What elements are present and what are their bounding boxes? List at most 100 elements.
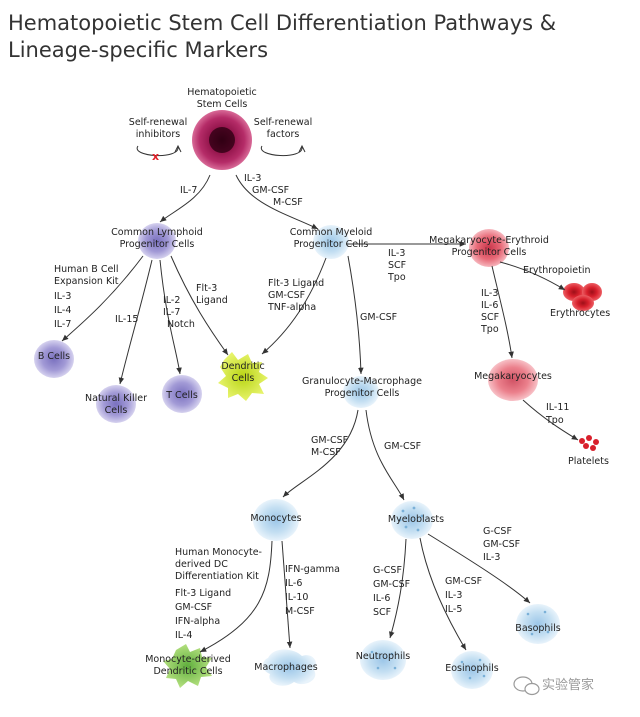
il15-label: IL-15 [115, 314, 138, 325]
dendritic-label-2: Cells [232, 373, 255, 384]
arrow-mk-platelet [522, 399, 579, 441]
mk-factor-1: IL-3 [481, 288, 498, 299]
macro-factor-2: IL-6 [285, 578, 302, 589]
baso-factor-1: G-CSF [483, 526, 512, 537]
title-line-1: Hematopoietic Stem Cell Differentiation … [8, 11, 557, 35]
eosino-factor-2: IL-3 [445, 590, 462, 601]
baso-factor-3: IL-3 [483, 552, 500, 563]
clp-label-2: Progenitor Cells [120, 239, 195, 250]
arrow-mb-neutro [389, 538, 407, 639]
eosino-factor-1: GM-CSF [445, 576, 482, 587]
platelets-cells [579, 435, 599, 451]
mdc-factor-7: IL-4 [175, 630, 192, 641]
eosinophils-label: Eosinophils [445, 663, 499, 674]
arrow-clp-t [159, 259, 182, 375]
gmp-label-1: Granulocyte-Macrophage [302, 376, 422, 387]
b-factor-2: Expansion Kit [54, 276, 119, 287]
factors-label-1: Self-renewal [254, 117, 312, 128]
macro-factor-4: M-CSF [285, 606, 315, 617]
neutro-factor-4: SCF [373, 607, 391, 618]
mdc-factor-2: derived DC [175, 559, 228, 570]
dc-lymphoid-factor-2: Ligand [196, 295, 228, 306]
neutro-factor-3: IL-6 [373, 593, 390, 604]
neutro-factor-1: G-CSF [373, 565, 402, 576]
arrow-gmp-myeloblast [365, 409, 405, 501]
cmp-label-1: Common Myeloid [290, 227, 373, 238]
il7-label: IL-7 [180, 185, 197, 196]
gmp-cell [343, 376, 379, 408]
arrow-hsc-clp [159, 174, 211, 223]
arrow-hsc-cmp [235, 174, 319, 230]
neutrophils-label: Neutrophils [356, 651, 411, 662]
inhibitors-label-1: Self-renewal [129, 117, 187, 128]
title-line-2: Lineage-specific Markers [8, 38, 269, 62]
mk-factor-2: IL-6 [481, 300, 498, 311]
dc-myeloid-factor-2: GM-CSF [268, 290, 305, 301]
hsc-label-2: Stem Cells [197, 99, 248, 110]
myeloblast-cell [391, 501, 433, 539]
neutro-factor-2: GM-CSF [373, 579, 410, 590]
mdc-factor-5: GM-CSF [175, 602, 212, 613]
t-cell [162, 375, 202, 413]
mdc-label-1: Monocyte-derived [145, 654, 231, 665]
mdc-factor-4: Flt-3 Ligand [175, 588, 231, 599]
arrow-mb-baso [427, 533, 531, 604]
t-factor-2: IL-7 [163, 307, 180, 318]
dc-lymphoid-factor-1: Flt-3 [196, 283, 217, 294]
mono-factor-2: M-CSF [311, 447, 341, 458]
arrow-cmp-dc [261, 257, 327, 355]
self-renewal-factors-loop [261, 144, 306, 157]
dc-myeloid-factor-3: TNF-alpha [267, 302, 316, 313]
myeloblasts-label: Myeloblasts [388, 514, 444, 525]
mdc-label-2: Dendritic Cells [153, 666, 222, 677]
arrow-clp-nk [118, 259, 153, 385]
mdc-factor-6: IFN-alpha [175, 616, 220, 627]
dendritic-label-1: Dendritic [221, 361, 264, 372]
gmp-factor-label: GM-CSF [360, 312, 397, 323]
platelets-label: Platelets [568, 456, 609, 467]
basophils-label: Basophils [515, 623, 560, 634]
arrow-mep-mk [491, 265, 514, 359]
mk-factor-3: SCF [481, 312, 499, 323]
macrophages-label: Macrophages [254, 662, 317, 673]
b-cell [34, 340, 74, 378]
myeloblast-factor-label: GM-CSF [384, 441, 421, 452]
nk-label-2: Cells [105, 405, 128, 416]
hsc-label-1: Hematopoietic [187, 87, 257, 98]
arrow-mono-mdc [199, 540, 273, 653]
mep-cell [469, 229, 509, 267]
erythropoietin-label: Erythropoietin [523, 265, 591, 276]
inhibit-cross-icon: x [152, 150, 159, 163]
mep-label-2: Progenitor Cells [452, 247, 527, 258]
mdc-factor-3: Differentiation Kit [175, 571, 259, 582]
macro-factor-1: IFN-gamma [285, 564, 340, 575]
t-factor-3: Notch [167, 319, 195, 330]
t-cells-label: T Cells [165, 390, 198, 401]
megakaryocytes-label: Megakaryocytes [474, 371, 552, 382]
wechat-logo-icon [513, 676, 540, 696]
mk-factor-4: Tpo [480, 324, 499, 335]
erythrocytes-label: Erythrocytes [550, 308, 610, 319]
gmp-label-2: Progenitor Cells [325, 388, 400, 399]
arrow-mono-macro [281, 540, 293, 649]
b-factor-3: IL-3 [54, 291, 71, 302]
self-renewal-inhibitors-loop: x [136, 144, 182, 163]
hsc-cell [192, 110, 252, 170]
monocytes-label: Monocytes [250, 513, 301, 524]
macro-factor-3: IL-10 [285, 592, 308, 603]
nk-cell [96, 385, 136, 423]
clp-cell [138, 223, 176, 259]
factors-label-2: factors [267, 129, 300, 140]
page-title: Hematopoietic Stem Cell Differentiation … [8, 10, 628, 64]
cmp-label-2: Progenitor Cells [294, 239, 369, 250]
myeloid-factor-2: GM-CSF [252, 185, 289, 196]
arrow-clp-dc [170, 255, 229, 356]
arrow-cmp-gmp [347, 255, 364, 375]
monocyte-derived-dc-cell [163, 644, 212, 688]
baso-factor-2: GM-CSF [483, 539, 520, 550]
mep-factor-3: Tpo [387, 272, 406, 283]
b-factor-4: IL-4 [54, 305, 71, 316]
arrow-clp-b [61, 255, 144, 342]
arrow-mb-eosino [419, 537, 467, 651]
